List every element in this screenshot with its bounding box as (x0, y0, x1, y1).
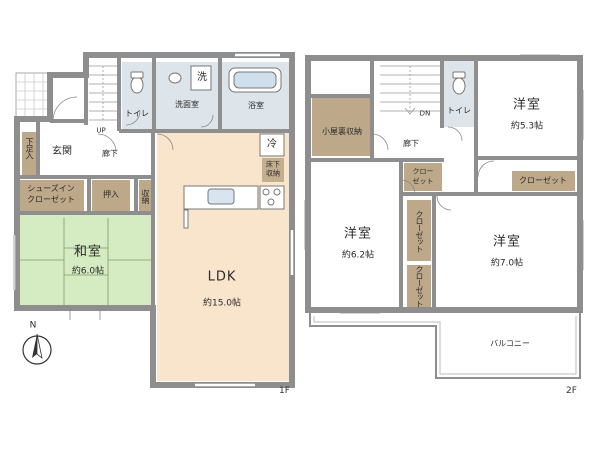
window-frames-1f (13, 52, 295, 388)
closet-v2-label: クローゼット (415, 265, 424, 307)
tatami-lines (20, 218, 151, 305)
rouka-1f-label: 廊下 (102, 149, 118, 158)
floor-1f-label: 1F (279, 386, 290, 396)
floor-2f-outline (305, 55, 583, 313)
washitsu-area: 約6.0帖 (71, 266, 105, 277)
genkan-label: 玄関 (52, 146, 72, 157)
rei-label: 冷 (267, 139, 277, 150)
floor-2f-label: 2F (566, 386, 577, 396)
shoes-closet-block (20, 180, 84, 211)
toilet-1f-label: トイレ (125, 109, 149, 118)
closet-v1-label: クローゼット (415, 210, 424, 252)
stairs-1f (89, 65, 117, 121)
koyaura-block (312, 98, 372, 156)
closet-h1-label-1: クロー (412, 167, 434, 176)
interior-walls-1f (17, 58, 289, 308)
getabako-block (22, 132, 36, 176)
windows-2f (304, 54, 584, 314)
toilet-2f-fixture (452, 77, 466, 95)
ldk-area: 約15.0帖 (202, 298, 242, 309)
rouka-2f-label: 廊下 (403, 139, 419, 148)
entrance-porch (15, 72, 51, 120)
doors-2f (371, 126, 495, 211)
yokushitsu-label: 浴室 (248, 101, 264, 110)
washitsu-label: 和室 (73, 244, 103, 260)
closet-h2-block (512, 171, 575, 191)
oshiire-block (92, 180, 130, 211)
getabako-label: 下足入 (25, 137, 34, 159)
youshitsu-a-area: 約5.3帖 (510, 121, 544, 132)
toilet-2f-label: トイレ (447, 106, 471, 115)
youshitsu-b-label: 洋室 (343, 226, 373, 242)
washbasin (168, 72, 182, 84)
compass-icon (22, 333, 52, 365)
stairs-2f (380, 65, 440, 115)
compass-north-label: N (29, 320, 37, 331)
closet-h1-block (404, 163, 442, 191)
toilet-1f-fixture (130, 76, 144, 94)
youshitsu-b-area: 約6.2帖 (341, 250, 375, 261)
fixtures-2f (452, 71, 466, 95)
oshiire-label: 押入 (103, 190, 119, 199)
fridge (259, 133, 285, 157)
shoes-closet-label-1: シューズイン (27, 184, 75, 193)
koyaura-label: 小屋裏収納 (322, 127, 362, 136)
shuno-label: 収納 (141, 189, 150, 203)
balcony (309, 313, 581, 379)
youshitsu-c-area: 約7.0帖 (490, 258, 524, 269)
youshitsu-a-label: 洋室 (512, 97, 542, 113)
youshitsu-c-label: 洋室 (492, 234, 522, 250)
senmenjo-label: 洗面室 (175, 100, 199, 109)
sen-label: 洗 (197, 72, 207, 83)
shoes-closet-label-2: クローゼット (27, 195, 75, 204)
closet-h1-label-2: ゼット (412, 177, 434, 186)
balcony-label: バルコニー (490, 339, 530, 348)
ldk-label: LDK (207, 269, 237, 285)
closet-v1-block (407, 200, 431, 261)
fixtures-1f (130, 65, 285, 229)
yukashita-block (262, 158, 284, 182)
closet-h2-label: クローゼット (519, 176, 567, 185)
shuno-block (139, 180, 151, 211)
stairs-up-label: UP (96, 126, 106, 135)
stairs-dn-label: DN (419, 109, 431, 118)
interior-walls-2f (310, 58, 580, 310)
floor-2f (304, 54, 584, 379)
closet-v2-block (407, 265, 431, 307)
yukashita-label-1: 床下 (266, 160, 280, 169)
floor-1f (12, 52, 295, 388)
stove (259, 185, 285, 210)
yukashita-label-2: 収納 (266, 169, 280, 178)
doors-1f (52, 96, 214, 320)
